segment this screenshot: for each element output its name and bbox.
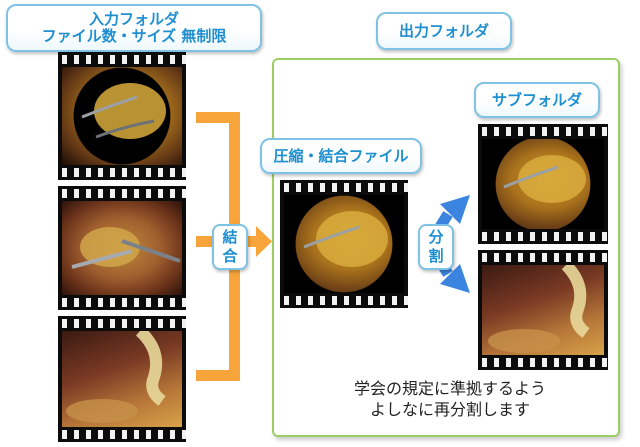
split-label-char-1: 分 [428,228,444,246]
split-video-2 [478,250,608,370]
film-strip-icon [280,183,408,192]
film-strip-icon [58,319,186,328]
endoscopic-image [62,331,182,427]
note-line-1: 学会の規定に準拠するよう [353,379,546,398]
film-strip-perforation [280,296,408,305]
compressed-video [280,180,408,308]
compressed-file-title: 圧縮・結合ファイル [273,146,409,165]
film-strip-perforation [58,298,186,307]
film-strip-icon [478,127,608,136]
film-strip-perforation [58,430,186,439]
endoscopic-image [284,195,404,293]
compressed-file-label: 圧縮・結合ファイル [260,138,422,174]
merge-label: 結 合 [212,224,248,270]
endoscopic-image [62,67,182,165]
arrow-right-icon [256,226,272,257]
subfolder-label: サブフォルダ [474,82,600,118]
resplit-note: 学会の規定に準拠するよう よしなに再分割します [300,378,600,420]
film-strip-perforation [478,358,608,367]
film-strip-icon [58,189,186,198]
film-strip-icon [58,55,186,64]
note-line-2: よしなに再分割します [369,400,530,419]
output-folder-title: 出力フォルダ [398,21,489,40]
endoscopic-image [482,139,604,229]
split-label: 分 割 [418,224,454,270]
endoscopic-image [62,201,182,295]
merge-label-char-2: 合 [222,247,238,265]
film-strip-perforation [58,168,186,177]
merge-label-char-1: 結 [222,228,238,246]
input-folder-label: 入力フォルダ ファイル数・サイズ 無制限 [6,4,262,52]
input-video-1 [58,52,186,180]
input-folder-title: 入力フォルダ [88,10,179,28]
film-strip-perforation [478,232,608,241]
input-video-3 [58,316,186,442]
subfolder-title: サブフォルダ [491,90,582,109]
split-video-1 [478,124,608,244]
input-folder-subtitle: ファイル数・サイズ 無制限 [41,27,227,45]
endoscopic-image [482,265,604,355]
input-video-2 [58,186,186,310]
output-folder-label: 出力フォルダ [376,12,512,50]
film-strip-icon [478,253,608,262]
split-label-char-2: 割 [428,247,444,265]
